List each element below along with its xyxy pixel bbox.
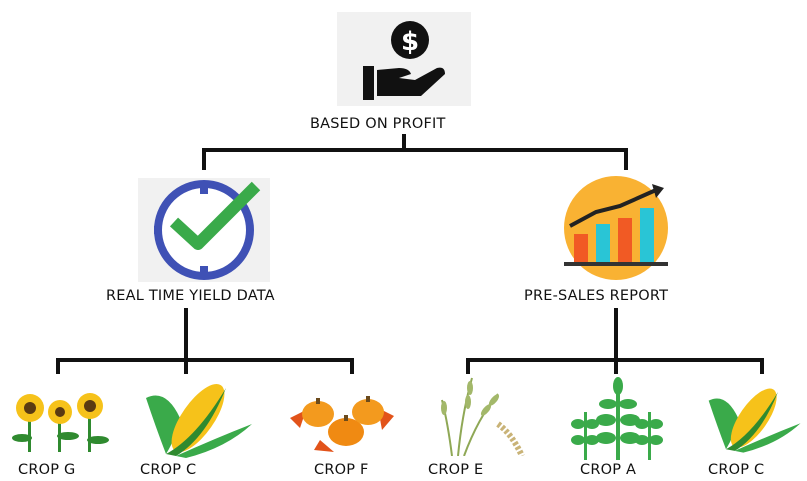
root-label: BASED ON PROFIT [310,116,446,132]
crop-label: CROP C [708,462,765,478]
corn-icon [708,388,801,453]
crop-label: CROP A [580,462,637,478]
hand-holding-dollar-icon: $ [337,12,471,106]
svg-text:$: $ [401,27,419,57]
sunflower-icon [12,393,109,452]
pumpkin-icon [290,396,394,452]
crop-label: CROP C [140,462,197,478]
corn-icon [146,383,252,458]
crop-label: CROP G [18,462,76,478]
clock-check-icon [138,178,270,282]
crop-label: CROP F [314,462,369,478]
bar-chart-growth-icon [564,176,668,280]
wheat-icon [441,377,525,456]
crop-label: CROP E [428,462,484,478]
branch-label-presales: PRE-SALES REPORT [524,288,669,304]
branch-label-yield: REAL TIME YIELD DATA [106,288,275,304]
plant-icon [571,377,663,460]
